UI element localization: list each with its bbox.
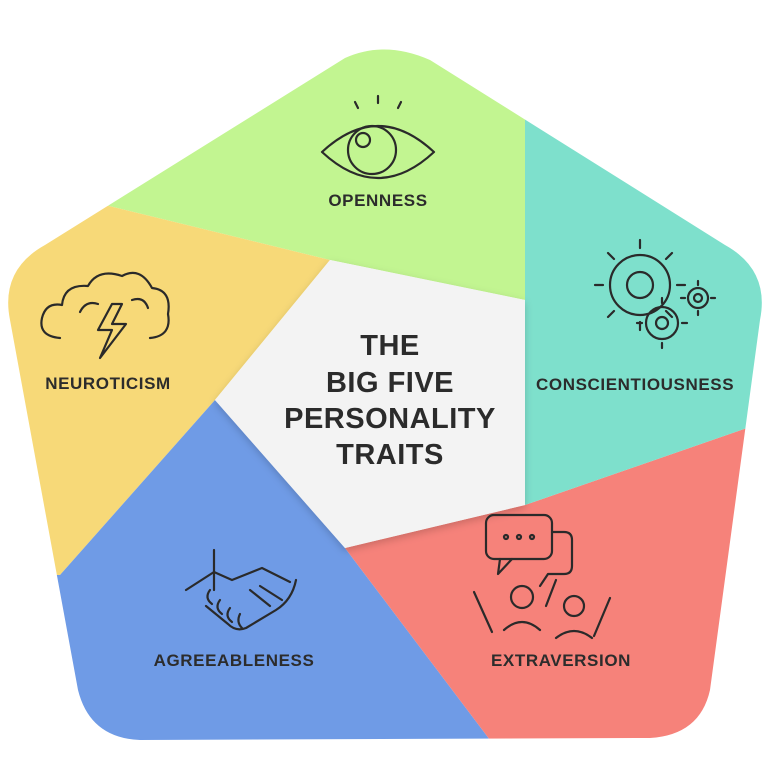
handshake-icon bbox=[184, 548, 298, 631]
diagram-title: THE BIG FIVE PERSONALITY TRAITS bbox=[284, 330, 496, 471]
title-line-1: THE bbox=[360, 330, 420, 362]
people-chat-icon bbox=[472, 513, 612, 640]
label-neuroticism: NEUROTICISM bbox=[45, 374, 171, 393]
label-agreeableness: AGREEABLENESS bbox=[154, 651, 315, 670]
label-openness: OPENNESS bbox=[328, 191, 427, 210]
title-line-3: PERSONALITY bbox=[284, 403, 496, 435]
label-conscientiousness: CONSCIENTIOUSNESS bbox=[536, 375, 734, 394]
title-line-4: TRAITS bbox=[336, 439, 444, 471]
eye-icon bbox=[320, 94, 436, 180]
gears-icon bbox=[593, 238, 717, 350]
segment-neuroticism bbox=[8, 205, 330, 575]
title-line-2: BIG FIVE bbox=[326, 367, 454, 399]
segment-conscientiousness bbox=[525, 90, 762, 505]
label-extraversion: EXTRAVERSION bbox=[491, 651, 631, 670]
storm-cloud-icon bbox=[40, 271, 170, 360]
segment-openness bbox=[105, 49, 525, 300]
center-panel bbox=[215, 260, 525, 548]
segment-extraversion bbox=[345, 420, 762, 740]
segment-agreeableness bbox=[8, 400, 490, 740]
